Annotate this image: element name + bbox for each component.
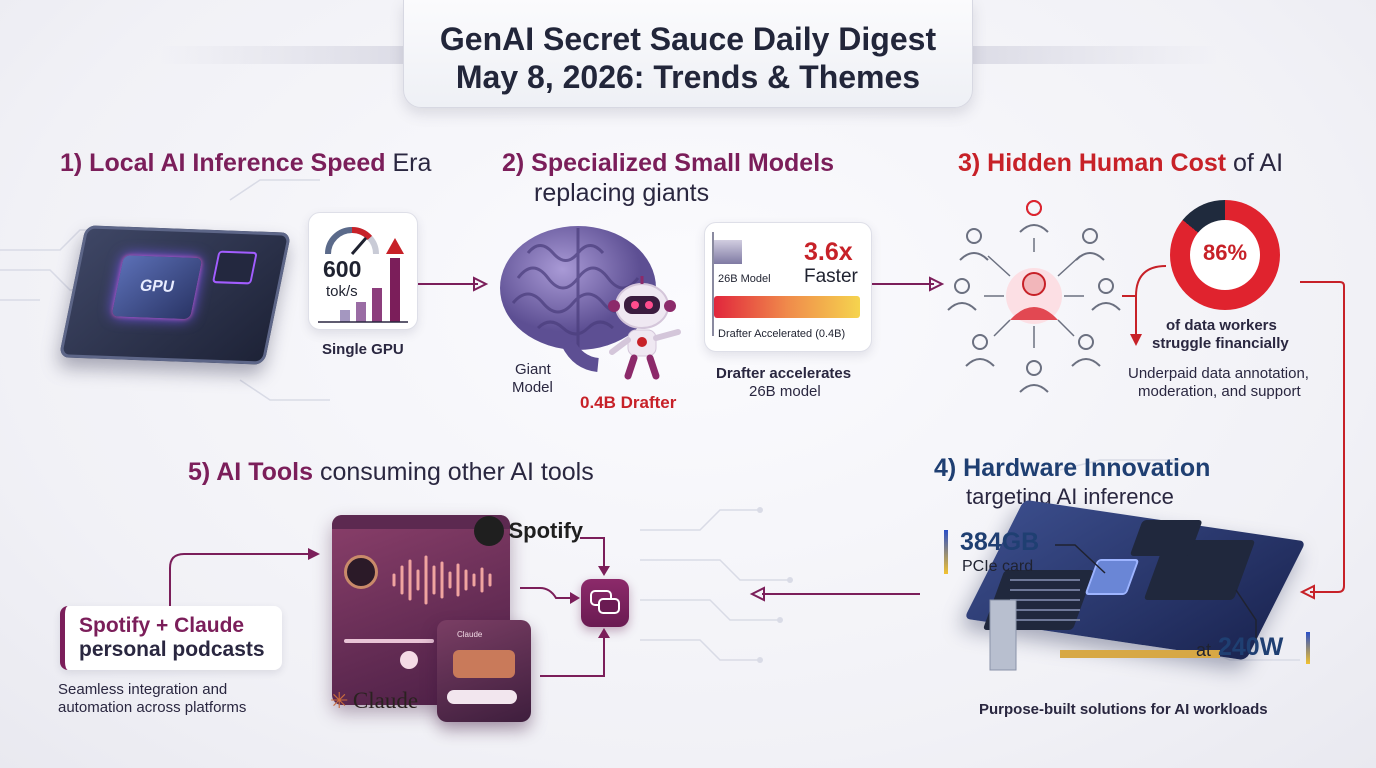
section-1-heading-bold: 1) Local AI Inference Speed <box>60 149 386 177</box>
cost-note-line-2: moderation, and support <box>1138 383 1301 400</box>
percent-donut-chart <box>1170 200 1280 310</box>
arrow-2-to-3 <box>872 276 945 292</box>
section-5-heading: 5) AI Tools consuming other AI tools <box>188 457 594 487</box>
gpu-chip: GPU <box>111 255 203 320</box>
spotify-brand-text: Spotify <box>508 518 584 543</box>
section-3-heading: 3) Hidden Human Cost of AI <box>958 148 1283 178</box>
section-4-subheading: targeting AI inference <box>966 484 1174 509</box>
spotify-brand-icon <box>474 516 504 546</box>
integration-note-line-1: Seamless integration and <box>58 681 228 698</box>
section-5-heading-rest: consuming other AI tools <box>313 458 594 486</box>
bar-drafter-accelerated <box>714 296 860 318</box>
pcie-card-details <box>983 520 1255 671</box>
brain-icon <box>500 226 656 372</box>
tag-line-2: personal podcasts <box>79 638 265 661</box>
memory-accent-bar <box>944 530 948 574</box>
section-4-heading-bold: 4) Hardware Innovation <box>934 454 1211 482</box>
stat-line-1: of data workers <box>1166 317 1277 334</box>
integration-arrows <box>520 537 610 677</box>
gpu-card-illustration: GPU <box>58 225 292 365</box>
section-3-heading-bold: 3) Hidden Human Cost <box>958 149 1227 177</box>
bar-26b-model <box>714 240 742 264</box>
bar-26b-label: 26B Model <box>718 273 771 285</box>
claude-brand-text: Claude <box>352 688 419 713</box>
claude-wordmark: ✳ Claude <box>330 688 418 714</box>
robot-drafter-icon <box>608 276 681 380</box>
cost-note-line-1: Underpaid data annotation, <box>1128 365 1309 382</box>
arrow-4-to-5 <box>749 586 920 602</box>
title-line-2: May 8, 2026: Trends & Themes <box>455 59 921 95</box>
spotify-logo-icon <box>344 555 378 589</box>
section-2-heading-bold: 2) Specialized Small Models <box>502 149 835 177</box>
section-5-heading-bold: 5) AI Tools <box>188 458 313 486</box>
spotify-wordmark: Spotify <box>474 516 583 546</box>
faster-label: Faster <box>804 266 858 287</box>
claude-brand-icon: ✳ <box>330 688 349 713</box>
memory-value: 384GB <box>960 528 1040 556</box>
tag-line-1-text: Spotify + Claude <box>79 614 245 637</box>
section-2-heading: 2) Specialized Small Models <box>502 148 834 178</box>
multiplier: 3.6x <box>804 238 853 266</box>
giant-model-label-1: Giant <box>515 361 551 378</box>
tag-line-1: Spotify + Claude <box>79 614 282 638</box>
power-prefix: at <box>1196 640 1212 660</box>
drafter-caption-bold: Drafter accelerates <box>716 365 852 382</box>
gpu-caption: Single GPU <box>322 341 404 358</box>
spotify-window-titlebar <box>332 515 510 529</box>
power-value: 240W <box>1218 633 1284 661</box>
claude-window-label: Claude <box>457 630 483 639</box>
claude-input-field[interactable] <box>447 690 517 704</box>
gpu-secondary-chip <box>211 250 258 285</box>
power-pointer <box>1235 589 1257 640</box>
play-button[interactable] <box>400 651 418 669</box>
giant-model-label-2: Model <box>512 379 553 396</box>
section-4-heading: 4) Hardware Innovation <box>934 453 1210 483</box>
claude-chat-bubble <box>453 650 515 678</box>
bar-drafter-label: Drafter Accelerated (0.4B) <box>718 328 846 340</box>
hardware-caption: Purpose-built solutions for AI workloads <box>979 701 1268 718</box>
speed-value: 600 <box>323 256 362 282</box>
bar-axis <box>712 232 714 336</box>
section-1-heading: 1) Local AI Inference Speed Era <box>60 148 431 178</box>
title-banner: GenAI Secret Sauce Daily Digest May 8, 2… <box>403 0 973 108</box>
human-network-icon <box>947 200 1121 393</box>
memory-pointer <box>1055 544 1106 574</box>
percent-value: 86% <box>1202 240 1248 265</box>
power-accent-bar <box>1306 632 1310 664</box>
tag-connector <box>169 548 320 608</box>
title-line-1: GenAI Secret Sauce Daily Digest <box>439 21 937 57</box>
title-rule-right <box>972 46 1217 64</box>
speed-unit: tok/s <box>326 283 358 300</box>
spotify-claude-tag: Spotify + Claude personal podcasts <box>60 606 282 670</box>
soundwave-icon <box>392 555 492 605</box>
arrow-3-to-4 <box>1299 281 1345 600</box>
chat-bubbles-icon <box>590 590 620 614</box>
progress-track[interactable] <box>344 639 434 643</box>
chat-integration-icon <box>581 579 629 627</box>
red-branch-arrow <box>1122 265 1167 346</box>
drafter-caption-rest: 26B model <box>749 383 821 400</box>
integration-note-line-2: automation across platforms <box>58 699 247 716</box>
claude-app-window: Claude <box>437 620 531 722</box>
section-1-heading-rest: Era <box>385 149 432 177</box>
arrow-1-to-2 <box>418 276 489 292</box>
memory-sub: PCIe card <box>962 558 1034 575</box>
growth-bars-icon <box>318 238 408 323</box>
drafter-label: 0.4B Drafter <box>580 393 677 412</box>
speedometer-icon <box>325 227 379 255</box>
title-rule-left <box>160 46 405 64</box>
section-2-subheading: replacing giants <box>534 179 710 207</box>
stat-line-2: struggle financially <box>1152 335 1289 352</box>
section-3-heading-rest: of AI <box>1226 149 1284 177</box>
